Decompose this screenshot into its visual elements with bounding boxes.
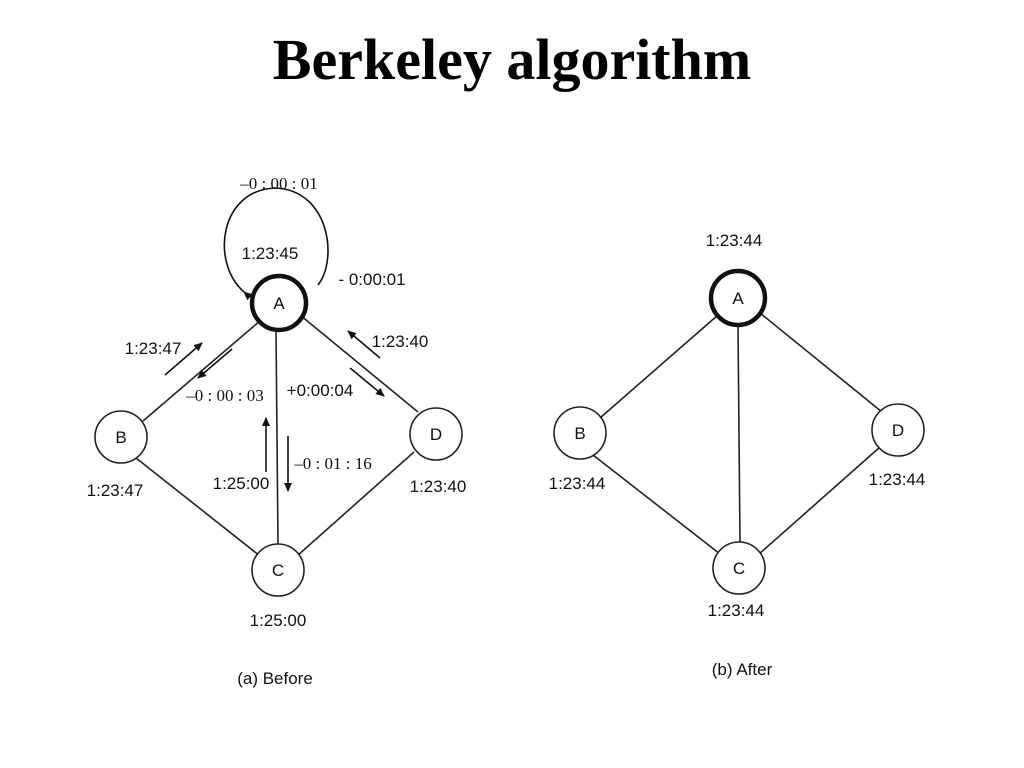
before-node-b: B <box>94 410 148 464</box>
after-edge-a-c <box>737 324 741 544</box>
before-edge-b-c <box>135 457 261 557</box>
before-b-report: 1:23:47 <box>125 339 182 358</box>
after-node-b-time: 1:23:44 <box>549 474 606 493</box>
after-edge-d-c <box>757 446 881 556</box>
after-node-c: C <box>712 541 766 595</box>
after-panel: A B C D 1:23:44 1:23:44 1:23:44 1:23:44 … <box>549 231 926 679</box>
before-node-b-time: 1:23:47 <box>87 481 144 500</box>
before-node-a-time: 1:23:45 <box>242 244 299 263</box>
after-node-b-label: B <box>574 424 585 443</box>
before-self-loop-arrow <box>223 187 329 301</box>
after-node-d-time: 1:23:44 <box>869 470 926 489</box>
before-node-d-time: 1:23:40 <box>410 477 467 496</box>
after-node-c-time: 1:23:44 <box>708 601 765 620</box>
after-node-a: A <box>708 268 768 328</box>
before-edge-d-c <box>296 451 415 557</box>
after-node-b: B <box>553 406 607 460</box>
before-node-c: C <box>251 543 305 597</box>
after-node-a-label: A <box>732 289 744 308</box>
slide-title: Berkeley algorithm <box>272 27 752 92</box>
before-panel: A B C D 1:23:45 1:23:47 1:25:00 1:23:40 … <box>87 174 467 688</box>
before-b-adjust-arrow <box>197 348 233 379</box>
before-c-adjust: –0 : 01 : 16 <box>293 454 371 473</box>
before-node-d-label: D <box>430 425 442 444</box>
after-node-d: D <box>871 403 925 457</box>
after-node-d-label: D <box>892 421 904 440</box>
before-edge-a-c <box>275 329 279 546</box>
before-caption: (a) Before <box>237 669 313 688</box>
before-c-report: 1:25:00 <box>213 474 270 493</box>
before-d-report: 1:23:40 <box>372 332 429 351</box>
after-edge-b-c <box>592 454 721 555</box>
before-edge-a-b <box>142 319 262 422</box>
after-edge-a-b <box>599 314 719 419</box>
before-a-adjust: - 0:00:01 <box>338 270 405 289</box>
before-b-adjust: –0 : 00 : 03 <box>185 386 263 405</box>
before-d-report-arrow <box>347 330 381 359</box>
before-d-adjust-arrow <box>349 367 385 397</box>
before-node-b-label: B <box>115 428 126 447</box>
after-caption: (b) After <box>712 660 773 679</box>
before-node-a: A <box>249 273 309 333</box>
before-node-c-time: 1:25:00 <box>250 611 307 630</box>
before-node-c-label: C <box>272 561 284 580</box>
before-b-report-arrow <box>164 342 203 376</box>
after-node-c-label: C <box>733 559 745 578</box>
before-self-loop-adjust: –0 : 00 : 01 <box>239 174 317 193</box>
after-node-a-time: 1:23:44 <box>706 231 763 250</box>
before-edge-a-d <box>299 314 419 413</box>
before-node-a-label: A <box>273 294 285 313</box>
before-node-d: D <box>409 407 463 461</box>
after-edge-a-d <box>759 312 883 413</box>
before-d-adjust: +0:00:04 <box>287 381 354 400</box>
